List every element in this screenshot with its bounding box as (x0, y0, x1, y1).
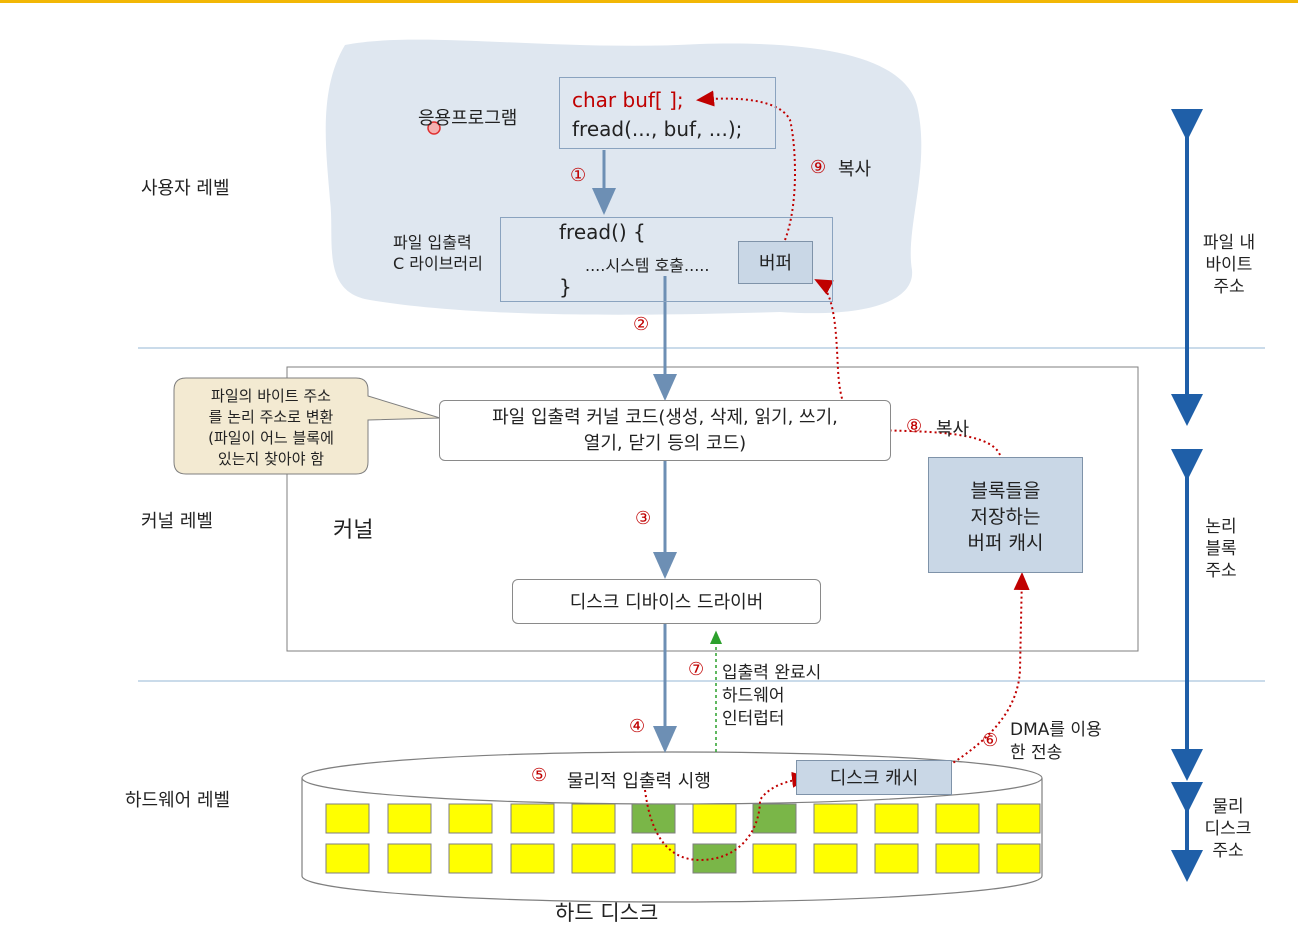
level-user-label: 사용자 레벨 (141, 178, 230, 199)
level-hardware-label: 하드웨어 레벨 (125, 790, 231, 811)
address-physical-line1: 물리 (1212, 797, 1244, 817)
step9-text: 복사 (838, 159, 872, 180)
library-code-line1: fread() { (559, 220, 646, 244)
file-io-line2: 열기, 닫기 등의 코드) (583, 433, 747, 454)
address-physical-line2: 디스크 (1204, 819, 1252, 839)
step7-text: 입출력 완료시 하드웨어 인터럽터 (722, 662, 821, 731)
library-label-line2: C 라이브러리 (393, 254, 483, 273)
arrow-step9-copy (696, 90, 796, 241)
app-label: 응용프로그램 (418, 108, 518, 129)
buffer-cache-line2: 저장하는 (970, 506, 1041, 528)
step1-marker: ① (570, 165, 587, 186)
step5-text: 물리적 입출력 시행 (567, 771, 711, 792)
buffer-cache-box: 블록들을 저장하는 버퍼 캐시 (928, 457, 1083, 573)
kernel-frame (286, 366, 1139, 652)
address-file-line1: 파일 내 (1202, 233, 1256, 253)
address-logical-line3: 주소 (1205, 561, 1237, 581)
app-code-line2: fread(..., buf, ...); (572, 117, 743, 141)
step8-text: 복사 (936, 419, 970, 440)
step2-marker: ② (633, 314, 650, 335)
step7-line3: 인터럽터 (722, 709, 785, 729)
library-code-box: fread() { ....시스템 호출..... } (500, 217, 833, 302)
step6-line1: DMA를 이용 (1010, 720, 1102, 740)
step3-marker: ③ (635, 508, 652, 529)
callout-line1: 파일의 바이트 주소 (211, 387, 331, 405)
arrow-step8-copy (814, 279, 1001, 456)
address-file-line3: 주소 (1213, 277, 1245, 297)
callout-line4: 있는지 찾아야 함 (217, 450, 325, 468)
step8-marker: ⑧ (906, 416, 923, 437)
disk-blocks (325, 803, 1041, 874)
disk-cache-box: 디스크 캐시 (796, 760, 952, 795)
library-code-line3: } (559, 275, 572, 299)
step5-marker: ⑤ (531, 765, 548, 786)
disk-driver-box: 디스크 디바이스 드라이버 (512, 579, 821, 624)
top-accent-bar (0, 0, 1298, 3)
user-buffer-box: 버퍼 (738, 241, 813, 284)
step9-marker: ⑨ (810, 157, 827, 178)
app-code-box: char buf[ ]; fread(..., buf, ...); (559, 77, 776, 149)
callout-line2: 를 논리 주소로 변환 (208, 408, 334, 426)
address-physical-line3: 주소 (1212, 841, 1244, 861)
address-logical-line1: 논리 (1205, 517, 1237, 537)
app-code-line1: char buf[ ]; (572, 88, 684, 112)
step4-marker: ④ (629, 716, 646, 737)
address-file-label: 파일 내 바이트 주소 (1196, 232, 1262, 298)
step7-line1: 입출력 완료시 (722, 663, 822, 683)
callout-text: 파일의 바이트 주소 를 논리 주소로 변환 (파일이 어느 블록에 있는지 찾… (176, 386, 366, 470)
file-io-line1: 파일 입출력 커널 코드(생성, 삭제, 읽기, 쓰기, (492, 407, 838, 428)
address-physical-label: 물리 디스크 주소 (1198, 796, 1258, 862)
library-code-line2: ....시스템 호출..... (585, 256, 710, 275)
address-logical-line2: 블록 (1205, 539, 1237, 559)
kernel-label: 커널 (333, 518, 374, 543)
level-kernel-label: 커널 레벨 (141, 511, 213, 532)
step7-marker: ⑦ (688, 659, 705, 680)
buffer-cache-line3: 버퍼 캐시 (967, 532, 1044, 554)
address-logical-label: 논리 블록 주소 (1196, 516, 1246, 582)
pointer-dot (427, 121, 441, 135)
callout-bubble (173, 377, 441, 475)
buffer-cache-line1: 블록들을 (970, 480, 1041, 502)
file-io-kernel-code-box: 파일 입출력 커널 코드(생성, 삭제, 읽기, 쓰기, 열기, 닫기 등의 코… (439, 400, 891, 461)
step6-line2: 한 전송 (1010, 743, 1063, 763)
library-label-line1: 파일 입출력 (393, 233, 472, 252)
step6-marker: ⑥ (982, 730, 999, 751)
library-label: 파일 입출력 C 라이브러리 (393, 232, 483, 274)
step7-line2: 하드웨어 (722, 686, 785, 706)
arrow-step5-physical (644, 771, 810, 862)
address-file-line2: 바이트 (1205, 255, 1253, 275)
step6-text: DMA를 이용 한 전송 (1010, 719, 1102, 765)
hard-disk-label: 하드 디스크 (555, 901, 659, 925)
callout-line3: (파일이 어느 블록에 (208, 429, 334, 447)
